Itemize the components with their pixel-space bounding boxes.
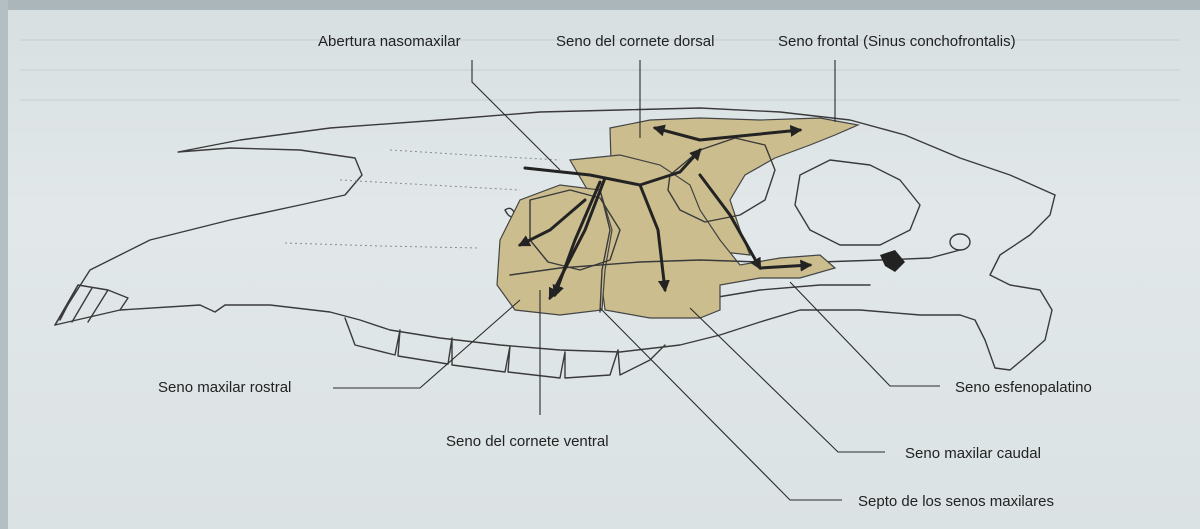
skull-occipital-outline <box>960 195 1055 370</box>
ear-canal <box>880 250 905 272</box>
orbit-outline <box>795 160 920 245</box>
nasal-dotted-3 <box>285 243 480 248</box>
label-seno-maxilar-rostral: Seno maxilar rostral <box>158 379 291 396</box>
leader-maxilar-caudal <box>690 308 885 452</box>
incisors <box>55 285 128 325</box>
ear-opening <box>950 234 970 250</box>
nasal-dotted-2 <box>340 180 520 190</box>
leader-septo <box>600 308 842 500</box>
sinus-regions <box>497 118 858 318</box>
label-septo-senos-maxilares: Septo de los senos maxilares <box>858 493 1054 510</box>
label-seno-frontal: Seno frontal (Sinus conchofrontalis) <box>778 33 1016 50</box>
nasal-dotted-1 <box>390 150 560 160</box>
skull-ventral-outline <box>55 305 960 352</box>
label-seno-cornete-ventral: Seno del cornete ventral <box>446 433 609 450</box>
label-seno-cornete-dorsal: Seno del cornete dorsal <box>556 33 714 50</box>
label-abertura-nasomaxilar: Abertura nasomaxilar <box>318 33 461 50</box>
label-seno-esfenopalatino: Seno esfenopalatino <box>955 379 1092 396</box>
molar-teeth <box>345 318 665 378</box>
leader-esfenopalatino <box>790 282 940 386</box>
leader-abertura <box>472 60 560 170</box>
label-seno-maxilar-caudal: Seno maxilar caudal <box>905 445 1041 462</box>
